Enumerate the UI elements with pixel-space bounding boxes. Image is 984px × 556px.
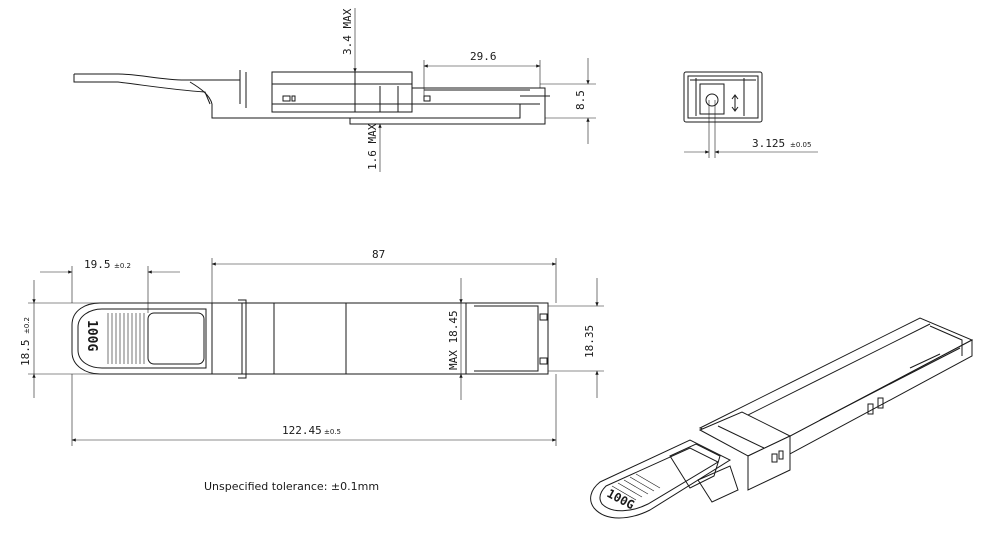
- dim-29-6: 29.6: [423, 50, 541, 96]
- plan-view: 100G: [71, 299, 549, 379]
- side-view: [73, 70, 550, 125]
- dim-1-6-max: 1.6 MAX: [366, 123, 388, 172]
- dim-max-18-45-label: MAX 18.45: [447, 310, 460, 370]
- dim-18-35: 18.35: [548, 278, 604, 398]
- dim-1-6-max-label: 1.6 MAX: [366, 123, 379, 170]
- dim-19-5-tol: ±0.2: [114, 262, 131, 270]
- dim-3-4-max-label: 3.4 MAX: [341, 8, 354, 55]
- dim-3-125-tol: ±0.05: [790, 141, 811, 149]
- dim-8-5: 8.5: [540, 58, 596, 144]
- dim-19-5-value: 19.5: [84, 258, 111, 271]
- end-view: [683, 71, 763, 123]
- latch-brand-label: 100G: [84, 320, 99, 351]
- isometric-view: 100G: [590, 317, 974, 519]
- dim-3-4-max: 3.4 MAX: [341, 8, 362, 73]
- dim-18-5-value: 18.5: [19, 340, 32, 367]
- dim-18-5-tol: ±0.2: [23, 317, 31, 334]
- dim-122-45-value: 122.45: [282, 424, 322, 437]
- dim-3-125-value: 3.125: [752, 137, 785, 150]
- dim-122-45: 122.45 ±0.5: [71, 374, 557, 446]
- iso-grip-ribs: [611, 473, 661, 501]
- dim-3-125: 3.125 ±0.05: [684, 100, 818, 158]
- dim-87: 87: [211, 248, 557, 303]
- tolerance-note: Unspecified tolerance: ±0.1mm: [204, 480, 379, 493]
- grip-ribs: [107, 313, 145, 364]
- dim-29-6-label: 29.6: [470, 50, 497, 63]
- dim-122-45-tol: ±0.5: [324, 428, 341, 436]
- dim-8-5-label: 8.5: [574, 90, 587, 110]
- dim-18-35-label: 18.35: [583, 325, 596, 358]
- dim-max-18-45: MAX 18.45: [447, 278, 463, 400]
- dim-87-label: 87: [372, 248, 385, 261]
- dim-18-5: 18.5 ±0.2: [19, 280, 100, 398]
- dim-19-5: 19.5 ±0.2: [40, 258, 180, 313]
